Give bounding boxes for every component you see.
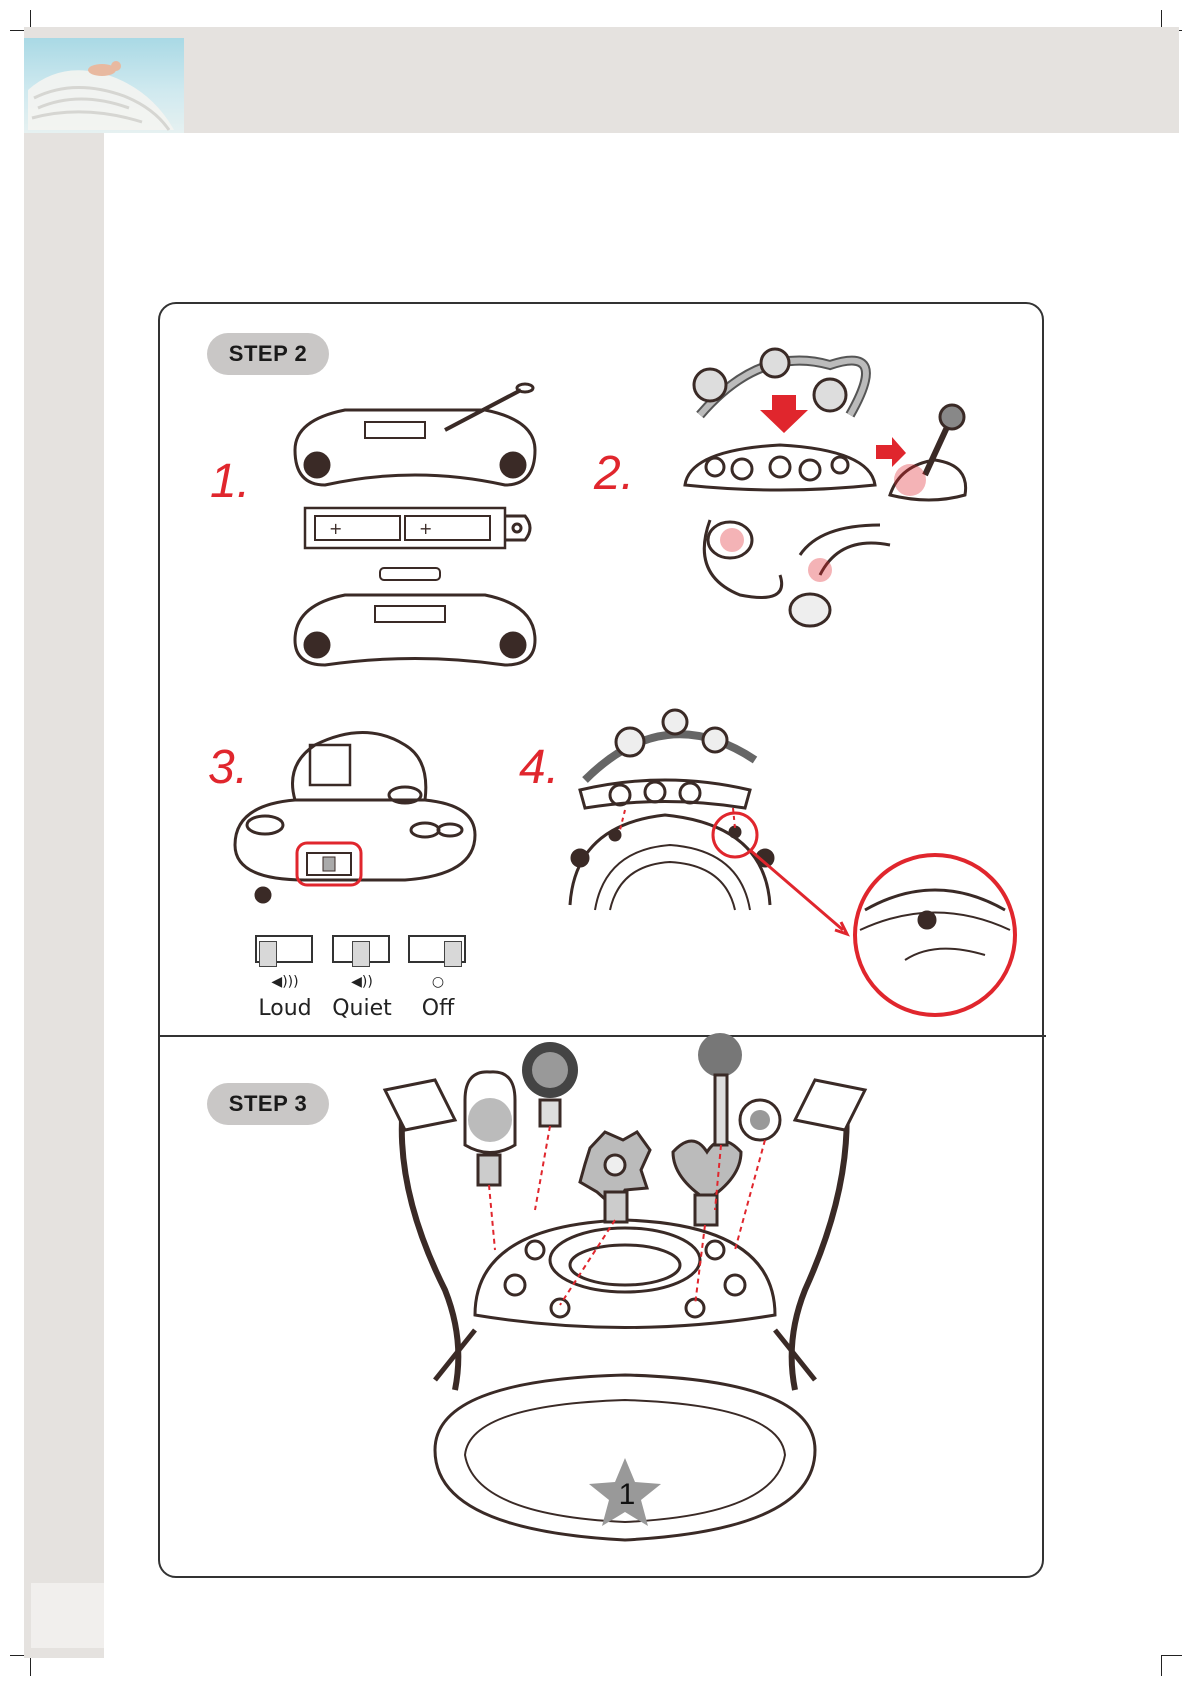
crop-mark-bottom-right: [1161, 1655, 1182, 1676]
header-photo: [24, 38, 184, 133]
substep-1-number: 1.: [210, 458, 250, 506]
speaker-quiet-icon: ◀)): [322, 974, 402, 990]
header-band: [24, 27, 1179, 133]
step-2-label: STEP 2: [207, 333, 329, 375]
switch-off-position: [408, 935, 466, 963]
wing-baby-picture: [24, 38, 184, 133]
switch-label-loud: Loud: [245, 996, 325, 1021]
switch-label-quiet: Quiet: [322, 996, 402, 1021]
speaker-loud-icon: ◀))): [245, 974, 325, 990]
switch-label-off: Off: [398, 996, 478, 1021]
substep-2-number: 2.: [594, 450, 634, 498]
substep-4-number: 4.: [519, 744, 559, 792]
svg-text:+: +: [419, 519, 432, 538]
crop-mark-bottom-left: [10, 1655, 31, 1676]
star-number: 1: [612, 1478, 642, 1512]
svg-text:+: +: [329, 519, 342, 538]
switch-loud-position: [255, 935, 313, 963]
toy-bar-attach-illustration: [680, 345, 980, 670]
step-3-label: STEP 3: [207, 1083, 329, 1125]
off-circle-icon: ○: [398, 974, 478, 990]
sound-switch-illustration: [225, 705, 485, 905]
side-band: [24, 133, 104, 1658]
switch-quiet-position: [332, 935, 390, 963]
battery-compartment-illustration: + +: [285, 380, 555, 670]
step-divider: [158, 1035, 1046, 1037]
side-band-footer: [31, 1583, 104, 1648]
toy-bar-ring-illustration: [565, 700, 1015, 1020]
